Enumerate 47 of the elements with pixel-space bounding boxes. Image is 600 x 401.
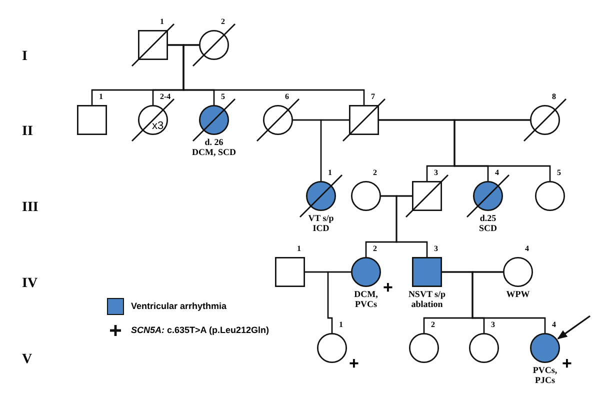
individual-number: 3 (491, 320, 495, 329)
individual-number: 2 (373, 244, 377, 253)
phenotype-note: VT s/p ICD (307, 213, 335, 233)
individual-number: 6 (285, 92, 289, 101)
generation-label: I (22, 49, 28, 65)
carrier-mark: + (349, 355, 359, 372)
phenotype-note: NSVT s/p ablation (407, 289, 447, 309)
individual-number: 3 (434, 244, 438, 253)
individual-number: 8 (552, 92, 556, 101)
generation-label: IV (22, 276, 38, 292)
legend-label: Ventricular arrhythmia (131, 301, 227, 312)
phenotype-note: WPW (506, 289, 530, 299)
descent-line (327, 271, 351, 333)
individual-number: 1 (328, 168, 332, 177)
legend-label: SCN5A: c.635T>A (p.Leu212Gln) (131, 325, 269, 336)
individual-number: 1 (339, 320, 343, 329)
phenotype-note: DCM, PVCs (353, 289, 379, 309)
carrier-mark: + (562, 355, 572, 372)
descent-line (396, 195, 428, 257)
individual-number: 2 (373, 168, 377, 177)
individual-number: 3 (434, 168, 438, 177)
phenotype-note: SCD (478, 223, 497, 233)
individual-number: 5 (221, 92, 225, 101)
descent-line (320, 119, 349, 181)
phenotype-note: PVCs, PJCs (532, 365, 558, 385)
generation-label: II (22, 124, 33, 140)
individual-number: 4 (552, 320, 556, 329)
phenotype-note: d.25 (480, 213, 496, 223)
individual-number: 4 (495, 168, 499, 177)
proband-arrow (557, 315, 590, 340)
individual-number: 2 (221, 17, 225, 26)
descent-line (472, 271, 546, 333)
individual-number: 5 (557, 168, 561, 177)
descent-line (454, 119, 551, 181)
carrier-mark: + (383, 279, 393, 296)
individual-number: 2 (431, 320, 435, 329)
phenotype-note: DCM, SCD (192, 147, 236, 157)
generation-label: III (22, 200, 38, 216)
individual-number: 1 (297, 244, 301, 253)
phenotype-note: d. 26 (204, 137, 224, 147)
individual-number: 2-4 (160, 92, 171, 101)
individual-number: 1 (99, 92, 103, 101)
individual-number: 1 (160, 17, 164, 26)
individual-number: 4 (525, 244, 529, 253)
generation-label: V (22, 352, 32, 368)
individual-number: 7 (371, 92, 375, 101)
sibling-count: x3 (152, 120, 164, 132)
